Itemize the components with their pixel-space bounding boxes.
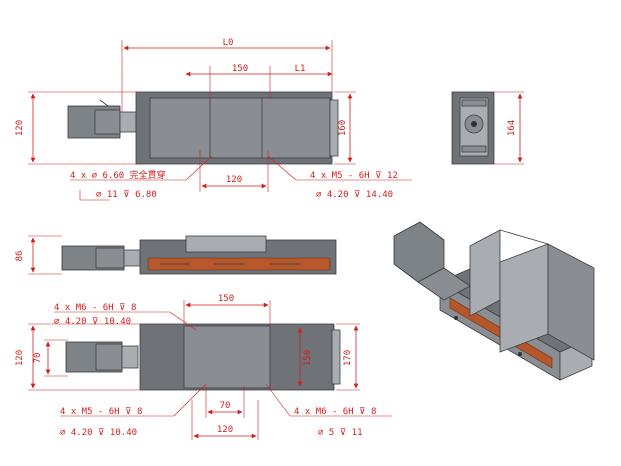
iso-motor-flange	[417, 267, 471, 301]
callout-bottom-left-2: ⌀ 4.20 ⊽ 10.40	[60, 428, 137, 438]
dim-bottom-left-120: 120	[15, 350, 25, 366]
top-carriage-cover	[149, 97, 331, 159]
dim-bottom-center-150: 150	[303, 350, 313, 366]
dim-150-top: 150	[232, 64, 248, 74]
dim-bottom-left-70: 70	[33, 353, 43, 364]
dim-right-160: 160	[338, 120, 348, 136]
callout-bottom-left-1: 4 x M5 - 6H ⊽ 8	[60, 407, 142, 417]
side-view: 86	[15, 235, 337, 275]
top-view: L0 150 L1 120 160 120 4 x ⌀ 6.60 完全貫穿 ⌀ …	[15, 38, 412, 201]
dim-bottom-top-150: 150	[218, 294, 234, 304]
dim-bottom-120: 120	[217, 425, 233, 435]
callout-holes-b-2: ⌀ 4.20 ⊽ 14.40	[316, 190, 393, 200]
dim-center-120: 120	[226, 175, 242, 185]
bottom-view: 150 120 70 150 170 70 120 4 x M6 - 6H ⊽ …	[15, 294, 392, 440]
callout-bottom-top-1: 4 x M6 - 6H ⊽ 8	[54, 303, 136, 313]
end-view: 164	[451, 91, 524, 165]
callout-holes-a-2: ⌀ 11 ⊽ 6.80	[96, 190, 157, 200]
top-motor-flange	[94, 109, 121, 135]
top-coupler	[119, 111, 137, 133]
callout-holes-b-1: 4 x M5 - 6H ⊽ 12	[310, 171, 398, 181]
callout-holes-a-1: 4 x ⌀ 6.60 完全貫穿	[70, 169, 166, 181]
bottom-carriage	[183, 325, 271, 389]
side-carriage	[185, 235, 267, 253]
dim-end-164: 164	[507, 120, 517, 136]
dim-l1: L1	[295, 64, 306, 74]
isometric-view	[393, 221, 595, 381]
dim-bottom-right-170: 170	[343, 350, 353, 366]
dim-left-120: 120	[15, 120, 25, 136]
dim-l0: L0	[223, 38, 234, 48]
dim-side-86: 86	[15, 251, 25, 262]
dim-bottom-70: 70	[220, 401, 231, 411]
iso-cover-right	[547, 243, 595, 361]
callout-bottom-right-2: ⌀ 5 ⊽ 11	[318, 428, 363, 438]
iso-cover-mid	[499, 243, 549, 353]
callout-bottom-top-2: ⌀ 4.20 ⊽ 10.40	[54, 317, 131, 327]
top-end-cap	[329, 99, 339, 157]
callout-bottom-right-1: 4 x M6 - 6H ⊽ 8	[294, 407, 376, 417]
